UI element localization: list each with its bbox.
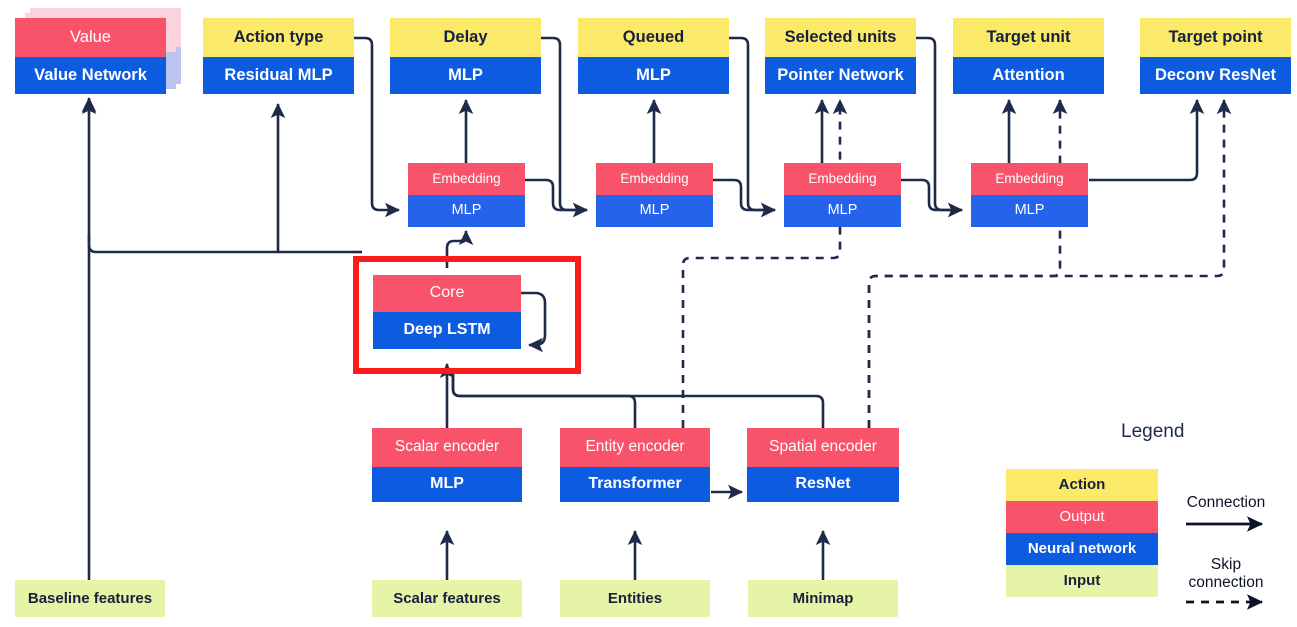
head-target-unit-network: Attention <box>953 57 1104 94</box>
head-queued[interactable]: Queued MLP <box>578 18 729 94</box>
legend-swatch-action: Action <box>1006 469 1158 501</box>
wire-action-type-to-embedding-1 <box>354 36 401 218</box>
head-queued-network: MLP <box>578 57 729 94</box>
legend-skip-label-line2: connection <box>1188 573 1264 591</box>
encoder-scalar[interactable]: Scalar encoder MLP <box>372 428 522 502</box>
head-selected-units-action: Selected units <box>765 18 916 57</box>
head-target-unit[interactable]: Target unit Attention <box>953 18 1104 94</box>
wire-embedding-2-to-embedding-3 <box>713 178 777 218</box>
wire-spatial-encoder-to-core <box>451 372 825 428</box>
legend-swatch-stack: Action Output Neural network Input <box>1006 469 1158 597</box>
legend-swatch-output: Output <box>1006 501 1158 533</box>
head-action-type-network: Residual MLP <box>203 57 354 94</box>
legend-swatch-neural-network: Neural network <box>1006 533 1158 565</box>
encoder-entity[interactable]: Entity encoder Transformer <box>560 428 710 502</box>
head-delay[interactable]: Delay MLP <box>390 18 541 94</box>
encoder-entity-network: Transformer <box>560 467 710 502</box>
legend-connection-label: Connection <box>1186 494 1266 511</box>
embedding-block-3[interactable]: Embedding MLP <box>784 163 901 227</box>
head-selected-units-network: Pointer Network <box>765 57 916 94</box>
wire-core-to-embedding-1 <box>445 229 474 268</box>
legend-skip-label: Skip connection <box>1166 556 1286 592</box>
embedding-block-2[interactable]: Embedding MLP <box>596 163 713 227</box>
input-entities[interactable]: Entities <box>560 580 710 617</box>
embedding-block-4[interactable]: Embedding MLP <box>971 163 1088 227</box>
wire-skip-spatial-to-target-point <box>867 98 1232 428</box>
encoder-scalar-output: Scalar encoder <box>372 428 522 467</box>
head-queued-action: Queued <box>578 18 729 57</box>
embedding-1-network: MLP <box>408 195 525 227</box>
embedding-2-output: Embedding <box>596 163 713 195</box>
embedding-3-network: MLP <box>784 195 901 227</box>
embedding-3-output: Embedding <box>784 163 901 195</box>
wire-entity-encoder-to-core <box>451 370 637 428</box>
wire-core-to-left-bus <box>87 234 353 254</box>
wire-embedding-3-to-embedding-4 <box>901 178 964 218</box>
head-target-point-network: Deconv ResNet <box>1140 57 1291 94</box>
legend-swatch-input: Input <box>1006 565 1158 597</box>
encoder-spatial-output: Spatial encoder <box>747 428 899 467</box>
head-delay-action: Delay <box>390 18 541 57</box>
head-value-action: Value <box>15 18 166 57</box>
head-target-unit-action: Target unit <box>953 18 1104 57</box>
core-block[interactable]: Core Deep LSTM <box>373 275 521 349</box>
encoder-scalar-network: MLP <box>372 467 522 502</box>
head-delay-network: MLP <box>390 57 541 94</box>
embedding-4-network: MLP <box>971 195 1088 227</box>
embedding-1-output: Embedding <box>408 163 525 195</box>
core-network: Deep LSTM <box>373 312 521 349</box>
input-minimap[interactable]: Minimap <box>748 580 898 617</box>
core-output: Core <box>373 275 521 312</box>
core-highlight-box <box>353 256 581 374</box>
encoder-spatial-network: ResNet <box>747 467 899 502</box>
head-target-point[interactable]: Target point Deconv ResNet <box>1140 18 1291 94</box>
encoder-entity-output: Entity encoder <box>560 428 710 467</box>
wire-core-recurrent-loop <box>520 291 547 353</box>
wire-embedding-4-to-target-point <box>1089 98 1205 182</box>
head-value-network: Value Network <box>15 57 166 94</box>
wire-embedding-1-to-embedding-2 <box>525 178 589 218</box>
wire-skip-entity-to-selected-units <box>681 98 848 428</box>
input-scalar-features[interactable]: Scalar features <box>372 580 522 617</box>
input-baseline-features[interactable]: Baseline features <box>15 580 165 617</box>
legend-title: Legend <box>1121 421 1185 442</box>
head-action-type-action: Action type <box>203 18 354 57</box>
embedding-2-network: MLP <box>596 195 713 227</box>
head-target-point-action: Target point <box>1140 18 1291 57</box>
head-action-type[interactable]: Action type Residual MLP <box>203 18 354 94</box>
embedding-block-1[interactable]: Embedding MLP <box>408 163 525 227</box>
head-value[interactable]: Value Value Network <box>15 18 166 94</box>
head-selected-units[interactable]: Selected units Pointer Network <box>765 18 916 94</box>
wire-skip-entity-to-target-unit <box>867 98 1068 428</box>
embedding-4-output: Embedding <box>971 163 1088 195</box>
legend-skip-label-line1: Skip <box>1210 556 1242 573</box>
encoder-spatial[interactable]: Spatial encoder ResNet <box>747 428 899 502</box>
